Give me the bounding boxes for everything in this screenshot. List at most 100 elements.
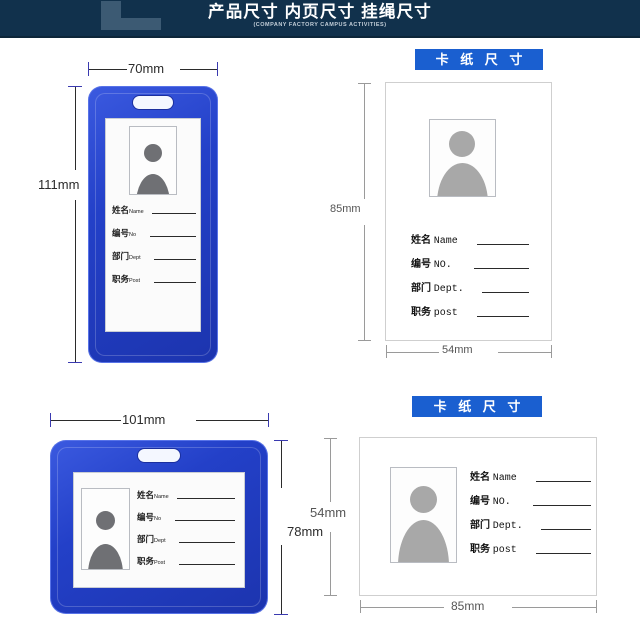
- field-label-en: Dept.: [492, 521, 523, 532]
- dim-line-top: [281, 441, 282, 488]
- field-label-en: Post: [154, 560, 166, 566]
- vertical-card-paper[interactable]: 姓名 Name 编号 NO. 部门 Dept.: [386, 83, 551, 340]
- field-row-post: 职务Post: [137, 553, 240, 575]
- dim-cap-top: [324, 438, 337, 439]
- dim-cap-bottom: [324, 595, 337, 596]
- field-row-name: 姓名 Name: [470, 465, 591, 489]
- vertical-card-holder[interactable]: 姓名Name 编号No 部门Dept: [88, 86, 218, 363]
- field-writeline: [152, 213, 196, 214]
- dim-line-left: [51, 420, 121, 421]
- vertical-holder-height-label: 111mm: [38, 177, 80, 192]
- field-label-en: NO.: [433, 260, 452, 271]
- horizontal-holder-fields: 姓名Name 编号No 部门Dept: [137, 487, 240, 575]
- dim-line-top: [330, 439, 331, 502]
- dim-cap-left: [88, 62, 89, 76]
- header-subtitle: (COMPANY FACTORY CAMPUS ACTIVITIES): [253, 22, 387, 28]
- field-label-cn: 职务: [411, 307, 431, 318]
- dim-cap-bottom: [274, 614, 288, 615]
- dim-line-right: [512, 607, 596, 608]
- dim-line-right: [196, 420, 268, 421]
- field-writeline: [154, 259, 196, 260]
- dim-line-bottom: [281, 545, 282, 614]
- field-row-name: 姓名 Name: [411, 228, 551, 252]
- horizontal-paper-width-label: 85mm: [451, 599, 485, 613]
- field-label-dept: 部门Dept: [112, 250, 141, 262]
- field-row-dept: 部门Dept: [112, 248, 198, 271]
- field-label-number: 编号No: [112, 227, 136, 239]
- field-label-name: 姓名 Name: [411, 231, 458, 247]
- field-label-cn: 职务: [470, 544, 490, 555]
- field-writeline: [477, 244, 529, 245]
- field-row-dept: 部门 Dept.: [470, 513, 591, 537]
- field-label-cn: 姓名: [112, 205, 130, 215]
- field-label-en: No: [129, 232, 137, 238]
- dim-line-left: [89, 69, 127, 70]
- dim-cap-top: [274, 440, 288, 441]
- horizontal-card-holder[interactable]: 姓名Name 编号No 部门Dept: [50, 440, 268, 614]
- field-label-en: post: [492, 545, 517, 556]
- horizontal-holder-height-label: 78mm: [287, 524, 324, 539]
- field-row-dept: 部门 Dept.: [411, 276, 551, 300]
- field-label-post: 职务Post: [137, 555, 165, 567]
- field-label-en: Name: [154, 494, 169, 500]
- field-writeline: [179, 542, 235, 543]
- lanyard-slot: [133, 96, 173, 109]
- field-row-dept: 部门Dept: [137, 531, 240, 553]
- field-writeline: [536, 553, 591, 554]
- vertical-paper-fields: 姓名 Name 编号 NO. 部门 Dept.: [411, 228, 551, 324]
- dim-line-right: [180, 69, 217, 70]
- bracket-decoration-icon: [101, 1, 161, 30]
- field-label-name: 姓名 Name: [470, 468, 517, 484]
- horizontal-paper-badge: 卡 纸 尺 寸: [412, 396, 542, 417]
- horizontal-card-paper[interactable]: 姓名 Name 编号 NO. 部门 Dept.: [360, 438, 596, 595]
- field-label-cn: 编号: [470, 496, 490, 507]
- dim-cap-left: [386, 345, 387, 358]
- lanyard-slot: [138, 449, 180, 462]
- dim-cap-right: [268, 413, 269, 427]
- field-label-number: 编号 NO.: [470, 492, 511, 508]
- field-label-dept: 部门 Dept.: [411, 279, 464, 295]
- dim-cap-top: [358, 83, 371, 84]
- field-label-name: 姓名Name: [137, 489, 169, 501]
- header-divider: [0, 36, 640, 38]
- field-writeline: [175, 520, 235, 521]
- field-label-en: Post: [129, 278, 141, 284]
- dim-cap-bottom: [68, 362, 82, 363]
- field-writeline: [533, 505, 591, 506]
- field-label-en: post: [433, 308, 458, 319]
- dim-line-left: [387, 352, 439, 353]
- field-label-en: Dept: [129, 255, 141, 261]
- field-row-number: 编号No: [137, 509, 240, 531]
- field-label-cn: 姓名: [411, 235, 431, 246]
- dim-line-left: [361, 607, 444, 608]
- photo-placeholder-avatar: [82, 489, 129, 569]
- field-label-cn: 姓名: [137, 490, 155, 500]
- field-writeline: [536, 481, 591, 482]
- dim-cap-left: [360, 600, 361, 613]
- field-label-cn: 编号: [411, 259, 431, 270]
- field-writeline: [474, 268, 529, 269]
- dim-cap-right: [217, 62, 218, 76]
- field-label-en: Name: [492, 473, 517, 484]
- field-label-en: Name: [433, 236, 458, 247]
- dim-cap-left: [50, 413, 51, 427]
- field-row-post: 职务 post: [470, 537, 591, 561]
- field-writeline: [150, 236, 196, 237]
- field-row-name: 姓名Name: [137, 487, 240, 509]
- field-label-cn: 编号: [112, 228, 130, 238]
- horizontal-paper-height-label: 54mm: [310, 505, 347, 520]
- field-label-dept: 部门 Dept.: [470, 516, 523, 532]
- horizontal-holder-width-label: 101mm: [122, 412, 166, 427]
- card-window: 姓名Name 编号No 部门Dept: [74, 473, 244, 587]
- field-label-number: 编号 NO.: [411, 255, 452, 271]
- field-row-number: 编号No: [112, 225, 198, 248]
- field-writeline: [179, 564, 235, 565]
- field-writeline: [477, 316, 529, 317]
- vertical-paper-badge: 卡 纸 尺 寸: [415, 49, 543, 70]
- dim-line-right: [498, 352, 551, 353]
- field-row-post: 职务 post: [411, 300, 551, 324]
- header-title: 产品尺寸 内页尺寸 挂绳尺寸: [208, 3, 432, 21]
- field-label-cn: 编号: [137, 512, 155, 522]
- field-label-post: 职务Post: [112, 273, 140, 285]
- field-label-post: 职务 post: [470, 540, 517, 556]
